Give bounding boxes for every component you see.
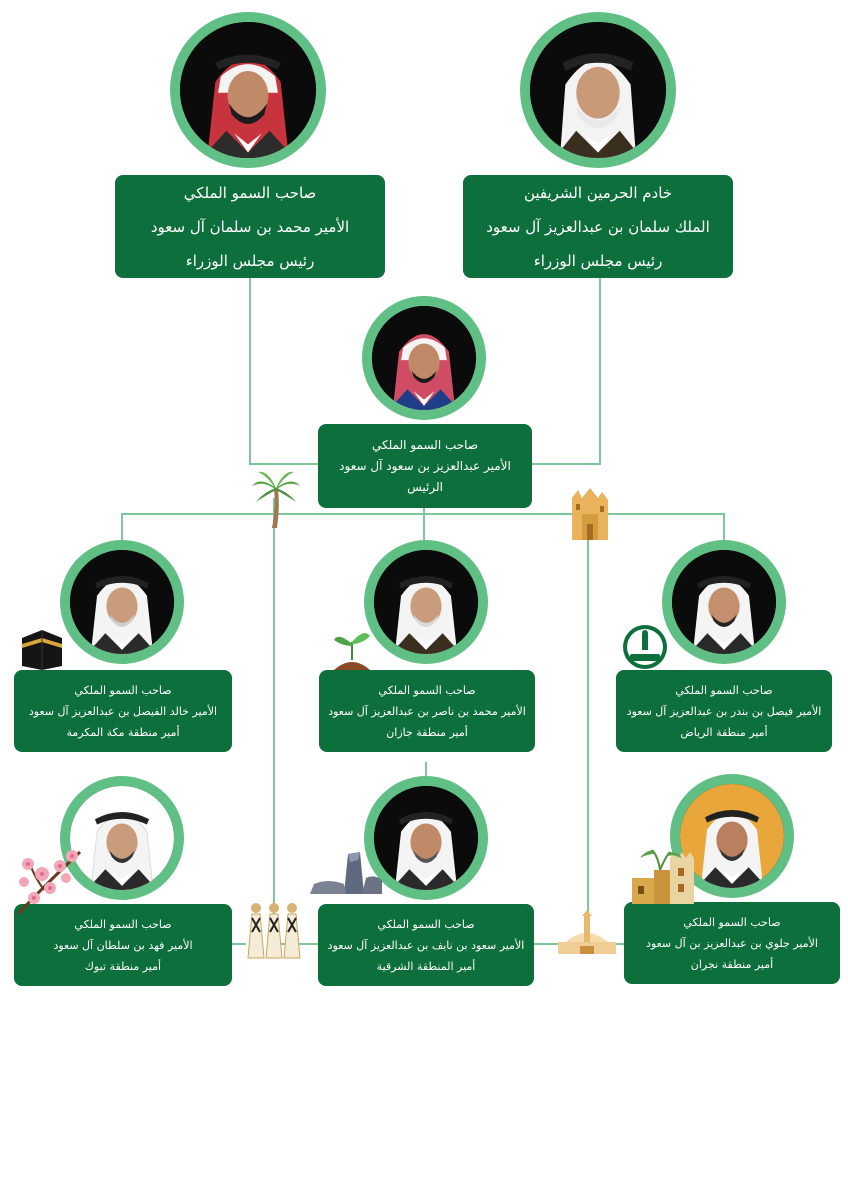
- president-card: صاحب السمو الملكي الأمير عبدالعزيز بن سع…: [318, 424, 532, 508]
- member-role: أمير منطقة الرياض: [680, 725, 768, 739]
- king-honorific: خادم الحرمين الشريفين: [523, 183, 673, 202]
- rock-formation-icon: [310, 852, 382, 894]
- king-name: الملك سلمان بن عبدالعزيز آل سعود: [486, 217, 710, 236]
- ardah-dancers-icon: [247, 903, 301, 959]
- member-honorific: صاحب السمو الملكي: [377, 917, 475, 931]
- najran-houses-icon: [632, 849, 694, 904]
- crown-prince-portrait: [170, 12, 326, 168]
- member-name: الأمير فيصل بن بندر بن عبدالعزيز آل سعود: [626, 704, 822, 718]
- king-card: خادم الحرمين الشريفين الملك سلمان بن عبد…: [463, 175, 733, 278]
- person-portrait-icon: [530, 22, 666, 158]
- member-card-tabuk: صاحب السمو الملكي الأمير فهد بن سلطان آل…: [14, 904, 232, 986]
- person-portrait-icon: [374, 550, 478, 654]
- member-name: الأمير محمد بن ناصر بن عبدالعزيز آل سعود: [328, 704, 526, 718]
- crown-prince-name: الأمير محمد بن سلمان آل سعود: [150, 217, 350, 236]
- crown-prince-honorific: صاحب السمو الملكي: [183, 183, 317, 202]
- member-portrait-jazan: [364, 540, 488, 664]
- president-name: الأمير عبدالعزيز بن سعود آل سعود: [339, 458, 511, 473]
- member-name: الأمير سعود بن نايف بن عبدالعزيز آل سعود: [327, 938, 525, 952]
- member-card-riyadh: صاحب السمو الملكي الأمير فيصل بن بندر بن…: [616, 670, 832, 752]
- palm-tree-icon: [252, 471, 300, 528]
- member-role: أمير المنطقة الشرقية: [376, 959, 476, 973]
- member-role: أمير منطقة نجران: [690, 957, 774, 971]
- member-name: الأمير خالد الفيصل بن عبدالعزيز آل سعود: [28, 704, 218, 718]
- person-portrait-icon: [372, 306, 476, 410]
- president-honorific: صاحب السمو الملكي: [371, 437, 479, 452]
- riyadh-emblem-icon: [623, 625, 667, 669]
- mosque-icon: [558, 910, 616, 954]
- member-honorific: صاحب السمو الملكي: [74, 683, 172, 697]
- almond-blossom-icon: [16, 850, 82, 916]
- member-portrait-makkah: [60, 540, 184, 664]
- mud-fort-icon: [572, 488, 608, 540]
- member-role: أمير منطقة تبوك: [84, 959, 162, 973]
- crown-prince-role: رئيس مجلس الوزراء: [185, 251, 315, 270]
- member-name: الأمير جلوي بن عبدالعزيز بن آل سعود: [646, 936, 818, 950]
- member-honorific: صاحب السمو الملكي: [74, 917, 172, 931]
- member-honorific: صاحب السمو الملكي: [378, 683, 476, 697]
- king-portrait: [520, 12, 676, 168]
- president-portrait: [362, 296, 486, 420]
- member-role: أمير منطقة جازان: [386, 725, 468, 739]
- person-portrait-icon: [70, 786, 174, 890]
- member-honorific: صاحب السمو الملكي: [675, 683, 773, 697]
- person-portrait-icon: [374, 786, 478, 890]
- member-role: أمير منطقة مكة المكرمة: [66, 725, 180, 739]
- member-portrait-riyadh: [662, 540, 786, 664]
- crown-prince-card: صاحب السمو الملكي الأمير محمد بن سلمان آ…: [115, 175, 385, 278]
- president-role: الرئيس: [407, 479, 443, 494]
- king-role: رئيس مجلس الوزراء: [533, 251, 663, 270]
- member-portrait-tabuk: [60, 776, 184, 900]
- member-card-jazan: صاحب السمو الملكي الأمير محمد بن ناصر بن…: [319, 670, 535, 752]
- sprout-icon: [334, 633, 370, 670]
- member-card-eastern: صاحب السمو الملكي الأمير سعود بن نايف بن…: [318, 904, 534, 986]
- member-name: الأمير فهد بن سلطان آل سعود: [53, 938, 193, 952]
- member-card-makkah: صاحب السمو الملكي الأمير خالد الفيصل بن …: [14, 670, 232, 752]
- member-portrait-eastern: [364, 776, 488, 900]
- person-portrait-icon: [180, 22, 316, 158]
- member-honorific: صاحب السمو الملكي: [683, 915, 781, 929]
- person-portrait-icon: [680, 784, 784, 888]
- person-portrait-icon: [70, 550, 174, 654]
- kaaba-icon: [22, 630, 62, 670]
- member-card-najran: صاحب السمو الملكي الأمير جلوي بن عبدالعز…: [624, 902, 840, 984]
- person-portrait-icon: [672, 550, 776, 654]
